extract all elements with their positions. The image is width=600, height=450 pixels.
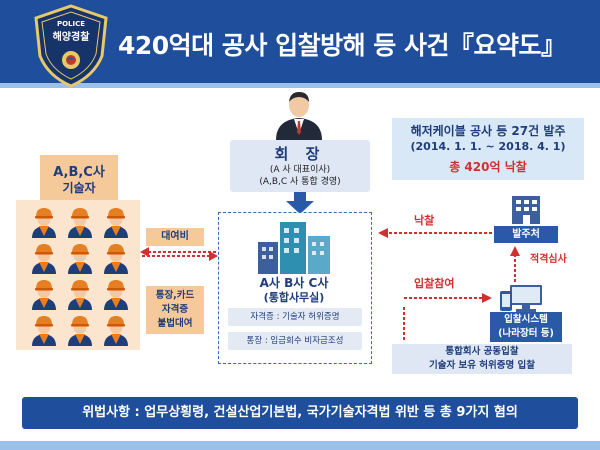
summary-line3: 총 420억 낙찰 [449,160,527,174]
lend-line2: 자격증 [161,304,189,315]
arrow-to-workers-icon [140,247,149,257]
left-flow-arrows [140,247,218,261]
right-flow-arrows [378,228,520,340]
worker-icon [30,278,58,310]
review-arrow-icon [510,246,520,256]
down-arrow-icon [286,192,314,214]
lend-line3: 불법대여 [157,318,193,329]
joint-bid-box: 통합회사 공동입찰 기술자 보유 허위증명 입찰 [392,344,572,374]
award-arrow-icon [378,228,388,238]
loan-fee-tag: 대여비 [146,228,204,246]
chairman-box: 회 장 (A 사 대표이사) (A,B,C 사 통합 경영) [230,140,370,192]
office-building-icon [258,222,330,274]
system-line2: (나라장터 등) [498,328,554,339]
office-label-line1: A사 B사 C사 [259,276,329,290]
badge-name-text: 해양경찰 [52,32,90,43]
system-line1: 입찰시스템 [504,314,548,325]
arrow-to-office-icon [209,251,218,261]
agency-label: 발주처 [494,226,558,243]
worker-icon [102,206,130,238]
worker-icon [66,206,94,238]
worker-icon [30,314,58,346]
workers-panel [16,200,140,350]
worker-icon [102,278,130,310]
bid-arrow-icon [482,293,492,303]
worker-icon [66,314,94,346]
workers-heading-line1: A,B,C사 [53,165,105,180]
joint-line1: 통합회사 공동입찰 [445,346,519,357]
office-tag-bankbook: 통장 : 임금회수 비자금조성 [228,332,362,350]
office-label-line2: (통합사무실) [263,291,325,304]
lend-line1: 통장,카드 [155,290,195,301]
chairman-desc-line1: (A 사 대표이사) [269,165,331,175]
worker-icon [30,242,58,274]
office-tag-license: 자격증 : 기술자 허위증명 [228,308,362,326]
chairman-desc-line2: (A,B,C 사 통합 경영) [259,177,341,187]
review-label: 적격심사 [530,254,567,265]
chairman-title: 회 장 [274,145,326,163]
contract-summary-box: 해저케이블 공사 등 27건 발주 (2014. 1. 1. ~ 2018. 4… [392,118,584,180]
bid-system-label: 입찰시스템 (나라장터 등) [490,312,562,342]
page-title: 420억대 공사 입찰방해 등 사건『요약도』 [118,31,566,60]
violation-bar: 위법사항 : 업무상횡령, 건설산업기본법, 국가기술자격법 위반 등 총 9가… [22,397,578,429]
illegal-lending-tag: 통장,카드 자격증 불법대여 [146,286,204,334]
agency-building-icon [512,196,540,224]
joint-line2: 기술자 보유 허위증명 입찰 [428,360,536,371]
worker-icon [30,206,58,238]
summary-line1: 해저케이블 공사 등 27건 발주 [410,124,566,138]
coast-guard-badge-icon [34,4,108,88]
computer-icon [500,285,542,312]
badge-police-text: POLICE [56,20,86,28]
worker-icon [66,278,94,310]
workers-heading: A,B,C사 기술자 [40,155,118,200]
workers-heading-line2: 기술자 [62,181,96,195]
worker-icon [102,314,130,346]
summary-line2: (2014. 1. 1. ~ 2018. 4. 1) [410,140,566,153]
bottom-stripe [0,441,600,450]
header-stripe [0,83,600,88]
chairman-person-icon [276,92,322,140]
worker-icon [102,242,130,274]
bid-join-label: 입찰참여 [414,277,455,290]
award-label: 낙찰 [414,214,435,227]
violation-text: 위법사항 : 업무상횡령, 건설산업기본법, 국가기술자격법 위반 등 총 9가… [82,405,518,420]
worker-icon [66,242,94,274]
